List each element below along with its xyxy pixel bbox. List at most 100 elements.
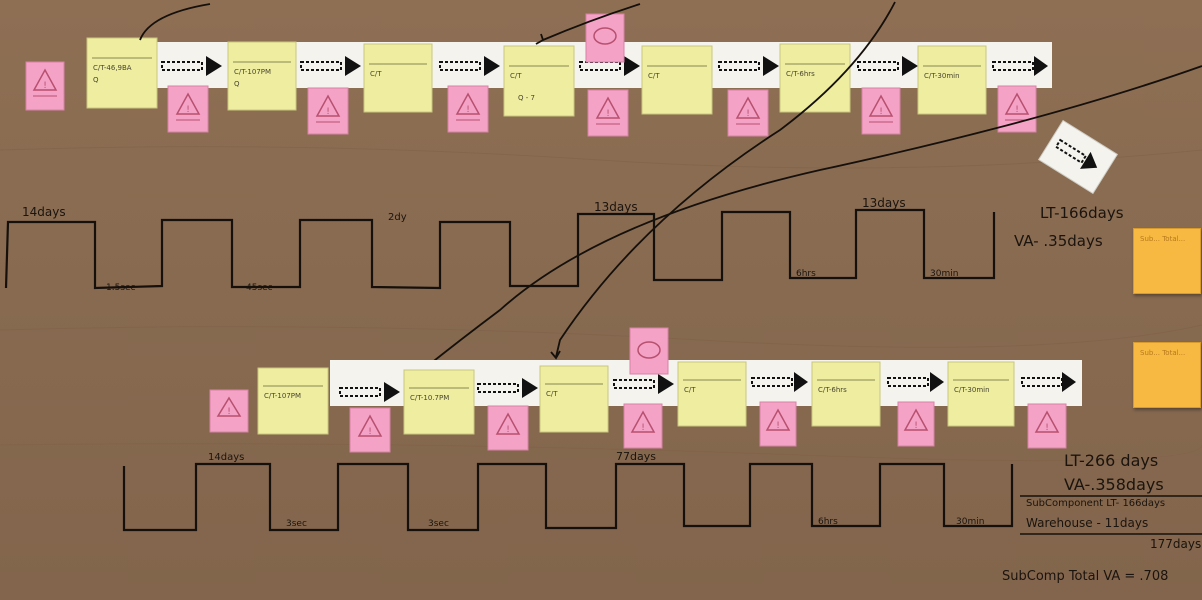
process-card: C/T-107PM bbox=[257, 367, 329, 435]
top-value-added: VA- .35days bbox=[1014, 232, 1103, 250]
process-card: C/T-46,9BA Q bbox=[86, 37, 158, 109]
inventory-warning-note: ! bbox=[623, 403, 663, 449]
svg-text:C/T: C/T bbox=[510, 72, 522, 80]
bottom-value-added: VA-.358days bbox=[1064, 475, 1164, 494]
svg-text:C/T-10.7PM: C/T-10.7PM bbox=[410, 394, 449, 402]
inventory-warning-note: ! bbox=[897, 401, 935, 447]
inventory-warning-note: ! bbox=[759, 401, 797, 447]
svg-text:C/T-6hrs: C/T-6hrs bbox=[818, 386, 847, 394]
shipment-arrow-card bbox=[1037, 119, 1119, 195]
top-process-time-label: 1.5sec bbox=[106, 283, 136, 293]
top-timeline bbox=[4, 208, 996, 290]
push-arrow bbox=[857, 56, 918, 76]
top-lead-time: LT-166days bbox=[1040, 204, 1124, 222]
inventory-warning-note: ! bbox=[997, 85, 1037, 133]
svg-text:!: ! bbox=[641, 423, 645, 433]
svg-text:!: ! bbox=[368, 427, 372, 437]
svg-text:!: ! bbox=[186, 105, 190, 115]
svg-text:C/T-6hrs: C/T-6hrs bbox=[786, 70, 815, 78]
push-arrow bbox=[887, 372, 944, 392]
top-wait-label: 2dy bbox=[388, 212, 407, 223]
process-card: C/T-30min bbox=[947, 361, 1015, 427]
inventory-warning-note: ! bbox=[209, 389, 249, 433]
process-card: C/T-10.7PM bbox=[403, 369, 475, 435]
kanban-signal-note bbox=[585, 13, 625, 63]
top-process-row: C/T-46,9BA Q C/T-107PM Q C/T C/T Q - 7 C… bbox=[25, 13, 1052, 137]
svg-text:Q - 7: Q - 7 bbox=[518, 94, 535, 102]
process-card: C/T bbox=[539, 365, 609, 433]
push-arrow bbox=[613, 374, 674, 394]
inventory-warning-note: ! bbox=[587, 89, 629, 137]
bottom-lead-time: LT-266 days bbox=[1064, 451, 1158, 470]
bottom-wait-label: 77days bbox=[616, 450, 656, 463]
bottom-process-row: C/T-107PM C/T-10.7PM C/T C/T C/T-6hrs C/… bbox=[209, 327, 1082, 453]
inventory-warning-note: ! bbox=[487, 405, 529, 451]
process-card: C/T-30min bbox=[917, 45, 987, 115]
svg-text:C/T: C/T bbox=[546, 390, 558, 398]
total-lead-time: 177days bbox=[1150, 537, 1201, 551]
orange-sticky-note: Sub... Total... bbox=[1133, 342, 1201, 408]
push-arrow bbox=[300, 56, 361, 76]
svg-text:!: ! bbox=[466, 105, 470, 115]
process-card: C/T bbox=[677, 361, 747, 427]
sticky-note-text: Sub... Total... bbox=[1140, 349, 1186, 357]
svg-text:!: ! bbox=[879, 107, 883, 117]
top-wait-label: 13days bbox=[594, 200, 638, 214]
svg-text:!: ! bbox=[506, 425, 510, 435]
svg-text:C/T-46,9BA: C/T-46,9BA bbox=[93, 64, 132, 72]
svg-text:Q: Q bbox=[234, 80, 240, 88]
svg-text:Q: Q bbox=[93, 76, 99, 84]
process-card: C/T Q - 7 bbox=[503, 45, 575, 117]
top-wait-label: 13days bbox=[862, 196, 906, 210]
inventory-warning-note: ! bbox=[25, 61, 65, 111]
top-wait-label: 14days bbox=[22, 205, 66, 219]
bottom-timeline bbox=[122, 462, 1014, 532]
bottom-process-time-label: 3sec bbox=[286, 519, 307, 529]
svg-text:!: ! bbox=[1015, 105, 1019, 115]
svg-text:!: ! bbox=[914, 421, 918, 431]
inventory-warning-note: ! bbox=[349, 407, 391, 453]
inventory-warning-note: ! bbox=[1027, 403, 1067, 449]
inventory-warning-note: ! bbox=[447, 85, 489, 133]
svg-text:!: ! bbox=[776, 421, 780, 431]
kanban-signal-note bbox=[629, 327, 669, 375]
svg-text:C/T-30min: C/T-30min bbox=[924, 72, 960, 80]
process-card: C/T-107PM Q bbox=[227, 41, 297, 111]
subcomp-total-va: SubComp Total VA = .708 bbox=[1002, 569, 1168, 584]
push-arrow bbox=[992, 56, 1048, 76]
inventory-warning-note: ! bbox=[861, 87, 901, 135]
process-card: C/T bbox=[363, 43, 433, 113]
svg-text:!: ! bbox=[606, 109, 610, 119]
svg-text:C/T: C/T bbox=[648, 72, 660, 80]
inventory-warning-note: ! bbox=[307, 87, 349, 135]
top-process-time-label: 45sec bbox=[246, 283, 273, 293]
subcomponent-lead-time: SubComponent LT- 166days bbox=[1026, 498, 1165, 509]
orange-sticky-note: Sub... Total... bbox=[1133, 228, 1201, 294]
svg-text:!: ! bbox=[43, 81, 47, 91]
bottom-process-time-label: 30min bbox=[956, 517, 984, 527]
svg-text:!: ! bbox=[326, 107, 330, 117]
push-arrow bbox=[439, 56, 500, 76]
process-card: C/T-6hrs bbox=[811, 361, 881, 427]
svg-text:C/T-107PM: C/T-107PM bbox=[264, 392, 301, 400]
bottom-wait-label: 14days bbox=[208, 452, 244, 463]
svg-text:C/T: C/T bbox=[684, 386, 696, 394]
svg-text:C/T-107PM: C/T-107PM bbox=[234, 68, 271, 76]
push-arrow bbox=[477, 378, 538, 398]
inventory-warning-note: ! bbox=[727, 89, 769, 137]
svg-text:C/T-30min: C/T-30min bbox=[954, 386, 990, 394]
push-arrow bbox=[1021, 372, 1076, 392]
svg-text:!: ! bbox=[1045, 423, 1049, 433]
push-arrow bbox=[161, 56, 222, 76]
top-process-time-label: 6hrs bbox=[796, 269, 816, 279]
warehouse-time: Warehouse - 11days bbox=[1026, 516, 1148, 530]
svg-text:!: ! bbox=[746, 109, 750, 119]
sticky-note-text: Sub... Total... bbox=[1140, 235, 1186, 243]
inventory-warning-note: ! bbox=[167, 85, 209, 133]
top-process-time-label: 30min bbox=[930, 269, 958, 279]
push-arrow bbox=[718, 56, 779, 76]
push-arrow bbox=[339, 382, 400, 402]
svg-text:!: ! bbox=[227, 407, 231, 417]
push-arrow bbox=[751, 372, 808, 392]
